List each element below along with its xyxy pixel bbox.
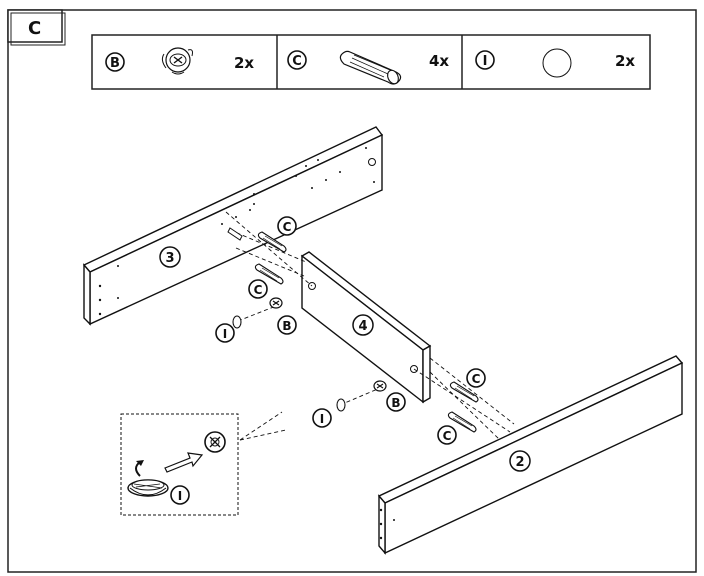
legend-quantity: 4x — [429, 52, 449, 70]
cam-lock-icon — [204, 431, 226, 453]
dowel-right-2 — [447, 411, 477, 433]
panel-3: 3 — [82, 126, 384, 326]
cover-cap-icon — [542, 48, 572, 78]
cam-lock-upper — [269, 297, 283, 309]
panel-number-circle — [159, 246, 181, 268]
legend-item-i: I 2x — [475, 48, 635, 78]
svg-text:B: B — [391, 396, 400, 410]
dowel-upper-left-2 — [254, 263, 284, 285]
legend-letter: I — [483, 54, 488, 69]
svg-text:C: C — [443, 429, 452, 443]
svg-text:C: C — [472, 372, 481, 386]
legend-letter-circle — [287, 50, 307, 70]
legend-letter: C — [292, 54, 302, 69]
callout-i-lower: I — [312, 408, 332, 428]
panel-number-circle — [509, 450, 531, 472]
dowel-right-1 — [449, 381, 479, 403]
cover-cap-lower — [336, 398, 346, 412]
cover-cap-upper — [232, 315, 242, 329]
legend-quantity: 2x — [615, 52, 635, 70]
panel-number: 4 — [358, 319, 367, 334]
assembly-guide-lines — [225, 211, 515, 441]
panel-number-circle — [352, 314, 374, 336]
cam-lock-icon — [161, 47, 193, 75]
insert-arrow-icon — [164, 452, 204, 473]
legend-quantity: 2x — [234, 54, 254, 72]
step-label: C — [28, 18, 41, 39]
callout-c-upper-2: C — [248, 279, 268, 299]
detail-inset: I — [120, 413, 239, 516]
legend-letter-circle — [475, 50, 495, 70]
cover-cap-icon — [127, 479, 169, 497]
callout-c-right-2: C — [437, 425, 457, 445]
diagram-frame — [7, 9, 697, 573]
callout-i-upper: I — [215, 323, 235, 343]
panel-4: 4 — [300, 251, 432, 404]
wooden-dowel-icon — [339, 50, 402, 85]
dowel-upper-left-1 — [257, 231, 287, 253]
callout-b-lower: B — [386, 392, 406, 412]
legend-item-c: C 4x — [287, 50, 449, 85]
svg-text:I: I — [320, 412, 324, 426]
callout-i-inset — [170, 485, 190, 505]
svg-text:C: C — [254, 283, 263, 297]
panel-number: 3 — [165, 251, 174, 266]
panel-2: 2 — [377, 355, 684, 555]
callout-b-upper: B — [277, 315, 297, 335]
callout-c-right-1: C — [466, 368, 486, 388]
svg-text:I: I — [223, 327, 227, 341]
dowel-tip — [227, 227, 243, 241]
callout-c-upper-1: C — [277, 216, 297, 236]
svg-text:B: B — [282, 319, 291, 333]
legend-item-b: B 2x — [105, 47, 254, 75]
callout-i-inset-label: I — [178, 489, 182, 503]
legend-letter: B — [110, 56, 120, 71]
legend-letter-circle — [105, 52, 125, 72]
parts-legend: B 2x C 4x I 2x — [91, 34, 651, 90]
panel-number: 2 — [515, 455, 524, 470]
svg-text:C: C — [283, 220, 292, 234]
cam-lock-lower — [373, 380, 387, 392]
step-label-box: C — [7, 9, 66, 46]
